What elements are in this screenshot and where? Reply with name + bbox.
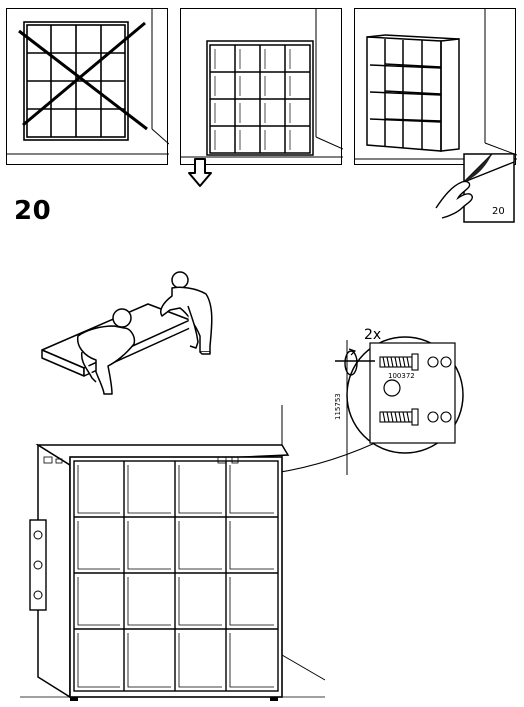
panel-correct-placement — [180, 8, 343, 165]
down-arrow-icon — [188, 158, 212, 187]
crossed-out-shelf-icon — [7, 9, 169, 155]
page-turn-icon: 20 — [434, 152, 516, 224]
shelf-angled-icon — [355, 9, 517, 160]
panel-angled-view — [354, 8, 517, 165]
shelf-against-wall-icon — [181, 9, 343, 158]
panel-wrong-placement — [6, 8, 169, 165]
two-people-carrying-shelf-illustration — [41, 271, 213, 395]
screw-quantity-label: 2x — [364, 327, 382, 343]
part-number-label: 100372 — [388, 372, 415, 380]
assembled-shelf-illustration — [20, 405, 326, 701]
page-reference: 20 — [492, 206, 505, 217]
screw-detail-callout — [259, 336, 464, 476]
step-number: 20 — [14, 196, 52, 226]
part-code-side-label: 115753 — [334, 393, 342, 420]
